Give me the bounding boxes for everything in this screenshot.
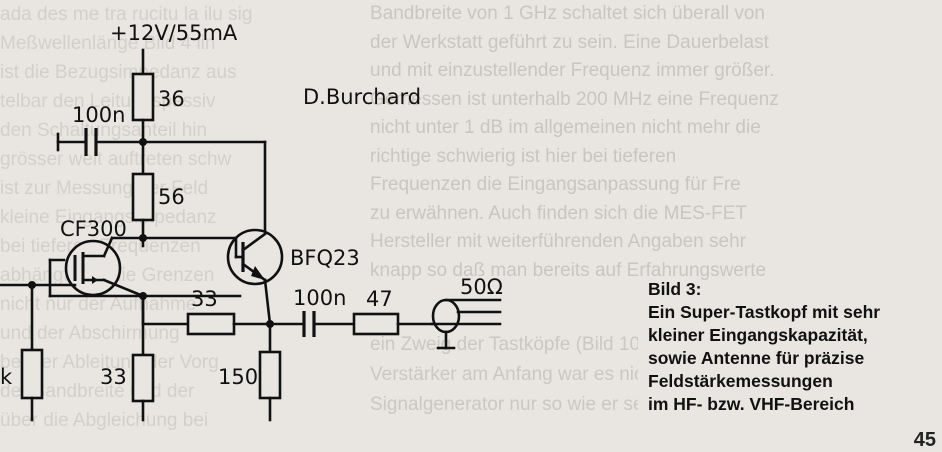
caption-line-5: Feldstärkemessungen	[648, 371, 833, 391]
caption-line-2: Ein Super-Tastkopf mit sehr	[648, 302, 881, 322]
fet-source-wire	[102, 278, 145, 298]
r33-series-label: 33	[191, 287, 218, 311]
resistor-56	[131, 172, 155, 222]
resistor-36	[131, 72, 155, 122]
c100n-out-label: 100n	[293, 286, 346, 310]
r150-label: 150	[218, 365, 258, 389]
coax-connector	[431, 298, 461, 334]
resistor-150	[258, 350, 282, 400]
supply-label: +12V/55mA	[110, 21, 238, 45]
r36-label: 36	[158, 87, 185, 111]
page-number: 45	[913, 429, 936, 451]
resistor-47	[352, 312, 400, 336]
show-through-bottom: ein Zweig der Tastköpfe (Bild 10) VF Ver…	[370, 334, 638, 415]
show-through-right: Bandbreite von 1 GHz schaltet sich übera…	[370, 3, 779, 281]
left-resistor-label: k	[0, 365, 13, 389]
caption-line-6: im HF- bzw. VHF-Bereich	[648, 394, 855, 414]
resistor-33-series	[186, 312, 236, 336]
resistor-input	[20, 348, 44, 400]
fet-label: CF300	[60, 217, 127, 241]
caption-line-3: kleiner Eingangskapazität,	[648, 325, 868, 345]
resistor-33-bottom	[131, 353, 155, 403]
author-label: D.Burchard	[303, 85, 421, 109]
r33-bottom-label: 33	[100, 365, 127, 389]
coax-label: 50Ω	[460, 275, 503, 299]
r56-label: 56	[158, 185, 185, 209]
fet-arrow	[92, 276, 98, 284]
figure-caption: Bild 3: Ein Super-Tastkopf mit sehr klei…	[648, 278, 938, 416]
emitter-arrow	[251, 266, 265, 280]
emitter-wire	[263, 278, 272, 326]
transistor-label: BFQ23	[290, 246, 360, 270]
fet-drain-up	[102, 236, 114, 258]
r47-label: 47	[366, 287, 393, 311]
caption-line-1: Bild 3:	[648, 279, 702, 299]
c100n-top-label: 100n	[72, 103, 125, 127]
collector-lead	[241, 232, 267, 252]
caption-line-4: sowie Antenne für präzise	[648, 348, 865, 368]
